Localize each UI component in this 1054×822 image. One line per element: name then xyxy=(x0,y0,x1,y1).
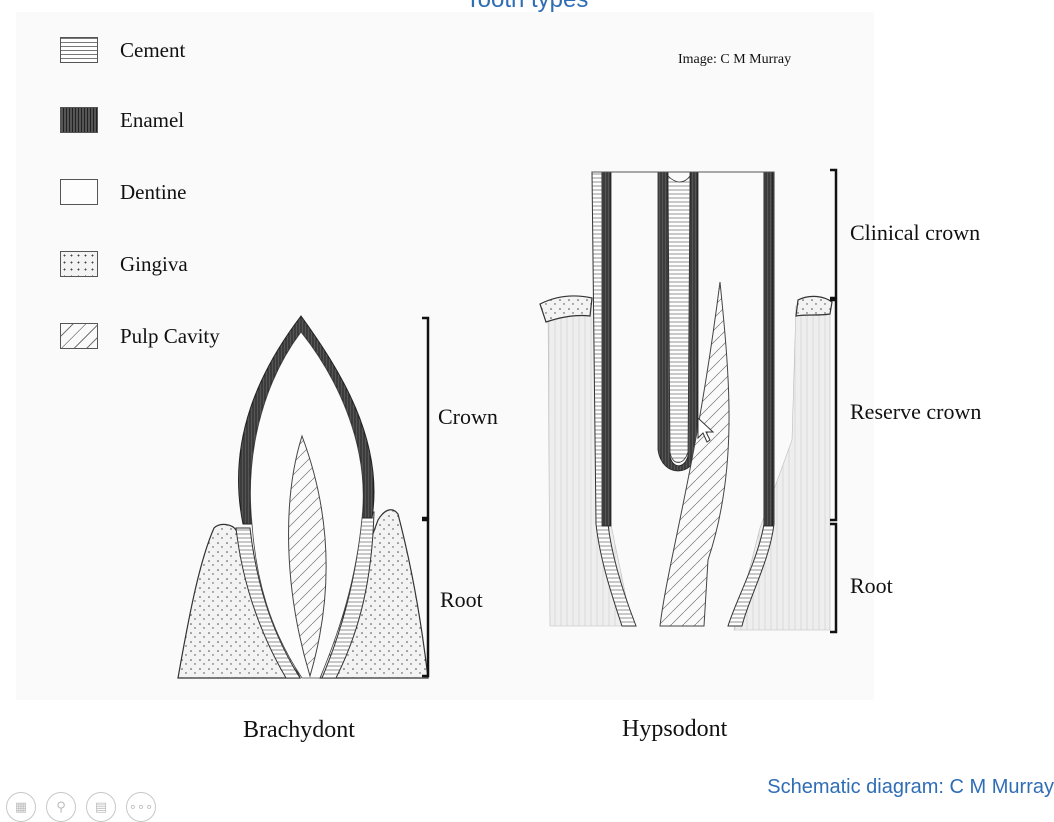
hypsodont-gingiva-right xyxy=(795,295,833,317)
hypsodont-enamel-left xyxy=(601,171,612,527)
legend-cement: Cement xyxy=(60,37,185,63)
legend-label: Pulp Cavity xyxy=(120,323,220,348)
brachydont-tooth xyxy=(177,315,429,679)
reserve-crown-label: Reserve crown xyxy=(850,399,982,424)
hypsodont-root-bracket xyxy=(830,522,838,634)
legend-label: Dentine xyxy=(120,179,187,204)
cement-swatch-icon xyxy=(60,37,98,63)
hypsodont-tooth xyxy=(539,171,833,631)
clinical-crown-label: Clinical crown xyxy=(850,220,981,245)
crown-label: Crown xyxy=(438,404,498,429)
reserve-crown-bracket xyxy=(830,298,838,522)
dentine-swatch-icon xyxy=(60,179,98,205)
enamel-swatch-icon xyxy=(60,107,98,133)
zoom-icon[interactable]: ⚲ xyxy=(46,792,76,822)
brachydont-pulp xyxy=(288,434,327,678)
brachydont-root-bracket xyxy=(422,518,430,678)
more-options-icon[interactable]: ∘∘∘ xyxy=(126,792,156,822)
brachydont-cement-left xyxy=(235,527,301,679)
clinical-crown-bracket xyxy=(830,168,838,300)
hypsodont-gingiva-left xyxy=(539,295,593,323)
schematic-credit: Schematic diagram: C M Murray xyxy=(767,776,1054,798)
slide-title: Tooth types xyxy=(0,0,1054,14)
mouse-cursor-icon xyxy=(697,416,715,443)
slide-sorter-icon[interactable]: ▦ xyxy=(6,792,36,822)
crown-bracket xyxy=(422,316,430,520)
legend-label: Cement xyxy=(120,37,186,62)
hypsodont-pulp xyxy=(659,281,730,627)
legend-dentine: Dentine xyxy=(60,179,186,205)
legend-pulp-cavity: Pulp Cavity xyxy=(60,323,220,349)
legend-gingiva: Gingiva xyxy=(60,251,188,277)
hypsodont-root-label: Root xyxy=(850,573,893,598)
brachydont-root-label: Root xyxy=(440,587,483,612)
diagram-sheet xyxy=(16,12,874,700)
legend-label: Gingiva xyxy=(120,251,188,276)
hypsodont-caption: Hypsodont xyxy=(622,716,728,742)
slideshow-controls: ▦ ⚲ ▤ ∘∘∘ xyxy=(6,792,156,822)
legend-enamel: Enamel xyxy=(60,107,184,133)
brachydont-caption: Brachydont xyxy=(243,717,355,743)
hypsodont-enamel-right xyxy=(763,171,774,527)
image-credit: Image: C M Murray xyxy=(678,52,792,67)
legend-label: Enamel xyxy=(120,107,185,132)
pulp-cavity-swatch-icon xyxy=(60,323,98,349)
hypsodont-infundibulum-cement xyxy=(667,174,691,463)
gingiva-swatch-icon xyxy=(60,251,98,277)
notes-icon[interactable]: ▤ xyxy=(86,792,116,822)
